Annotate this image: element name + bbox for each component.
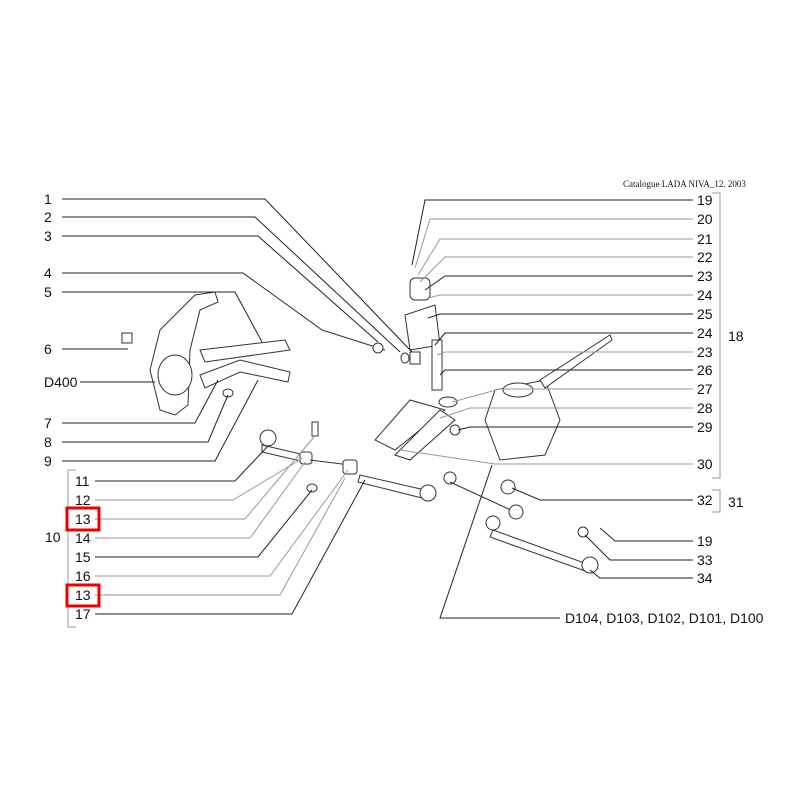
label-d400: D400 — [44, 374, 78, 390]
label-11: 11 — [75, 473, 90, 489]
label-12: 12 — [75, 492, 91, 508]
label-34: 34 — [697, 570, 713, 586]
clamp-16 — [342, 459, 358, 475]
label-31: 31 — [728, 494, 744, 510]
nut-33 — [577, 526, 589, 538]
label-30: 30 — [697, 456, 713, 472]
tie-rod-end-right — [419, 484, 437, 502]
right-labels: 19 20 21 22 23 24 25 24 23 26 27 28 29 3… — [565, 192, 764, 626]
pendulum-arm — [374, 399, 447, 451]
highlight-box-13-second[interactable] — [65, 583, 101, 608]
label-6: 6 — [44, 341, 52, 357]
ball-joint-34 — [485, 515, 501, 531]
label-29: 29 — [697, 419, 713, 435]
label-7: 7 — [44, 415, 52, 431]
tie-rod-end-34 — [581, 556, 599, 574]
steering-arm-upper — [199, 339, 291, 363]
pendulum-bush — [409, 277, 431, 301]
leader-lines — [62, 192, 721, 628]
ball-joint-11 — [259, 429, 277, 447]
label-17: 17 — [75, 606, 91, 622]
steering-arm-lower — [199, 359, 291, 389]
label-23: 23 — [697, 268, 713, 284]
label-16: 16 — [75, 568, 91, 584]
label-5: 5 — [44, 284, 52, 300]
steering-box-flange — [502, 382, 534, 398]
nut-8 — [222, 388, 234, 398]
tie-rod-17 — [357, 474, 426, 499]
label-24-second: 24 — [697, 325, 713, 341]
label-33: 33 — [697, 552, 713, 568]
label-22: 22 — [697, 249, 713, 265]
label-13-second: 13 — [75, 587, 91, 603]
nut-15 — [306, 483, 318, 493]
label-1: 1 — [44, 191, 52, 207]
highlight-box-13[interactable] — [65, 506, 101, 532]
left-labels: 1 2 3 4 5 6 D400 7 8 9 10 11 12 13 14 15… — [44, 191, 101, 622]
label-26: 26 — [697, 362, 713, 378]
bolt-6 — [121, 332, 133, 344]
clamp-14 — [299, 451, 313, 465]
label-4: 4 — [44, 265, 52, 281]
parts-drawing — [121, 277, 613, 574]
label-19: 19 — [697, 192, 713, 208]
label-18: 18 — [728, 328, 744, 344]
idler-arm — [394, 409, 456, 461]
label-28: 28 — [697, 400, 713, 416]
label-8: 8 — [44, 434, 52, 450]
catalogue-caption: Catalogue LADA NIVA_12. 2003 — [623, 179, 746, 189]
label-23-second: 23 — [697, 344, 713, 360]
label-10: 10 — [45, 529, 61, 545]
center-link — [449, 481, 516, 513]
bolt-13 — [311, 421, 319, 437]
label-15: 15 — [75, 549, 91, 565]
label-24: 24 — [697, 287, 713, 303]
label-9: 9 — [44, 453, 52, 469]
tie-rod-end-12 — [261, 444, 306, 463]
label-3: 3 — [44, 228, 52, 244]
label-27: 27 — [697, 381, 713, 397]
nut-1 — [409, 351, 421, 365]
washer-2 — [372, 342, 384, 354]
pendulum-shaft — [431, 339, 443, 391]
ball-joint — [443, 471, 457, 485]
label-13: 13 — [75, 511, 91, 527]
label-32: 32 — [697, 492, 713, 508]
steering-shaft — [539, 334, 613, 389]
label-25: 25 — [697, 306, 713, 322]
label-14: 14 — [75, 530, 91, 546]
label-19-lower: 19 — [697, 533, 713, 549]
washer-1 — [400, 352, 410, 364]
label-20: 20 — [697, 211, 713, 227]
label-21: 21 — [697, 231, 713, 247]
knuckle-hub — [157, 354, 193, 396]
washer-27 — [438, 396, 458, 408]
label-d-series: D104, D103, D102, D101, D100 — [565, 610, 764, 626]
tie-rod-34 — [489, 529, 591, 573]
joint-32b — [508, 504, 524, 520]
label-2: 2 — [44, 209, 52, 225]
ball-joint-32 — [500, 479, 516, 495]
